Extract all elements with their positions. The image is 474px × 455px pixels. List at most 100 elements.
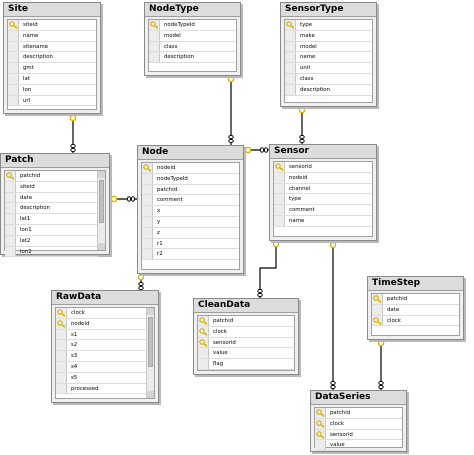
vertical-scrollbar[interactable] bbox=[97, 171, 105, 250]
relationship-site-patch[interactable] bbox=[69, 112, 77, 153]
relationship-nodetype-node[interactable] bbox=[227, 74, 235, 145]
row-selector-cell[interactable] bbox=[198, 348, 209, 359]
column-row[interactable]: description bbox=[149, 52, 236, 64]
relationship-node-rawdata[interactable] bbox=[137, 272, 145, 291]
row-selector-cell[interactable] bbox=[315, 429, 326, 440]
column-row[interactable]: lon1 bbox=[5, 224, 98, 236]
row-selector-cell[interactable] bbox=[56, 318, 67, 329]
column-row[interactable]: gmt bbox=[8, 63, 96, 74]
row-selector-cell[interactable] bbox=[285, 20, 296, 30]
row-selector-cell[interactable] bbox=[56, 340, 67, 351]
relationship-timestep-dataseries[interactable] bbox=[377, 338, 385, 390]
row-selector-cell[interactable] bbox=[285, 84, 296, 95]
column-row[interactable]: make bbox=[285, 30, 372, 42]
column-row[interactable]: lat2 bbox=[5, 235, 98, 247]
row-selector-cell[interactable] bbox=[142, 163, 153, 173]
row-selector-cell[interactable] bbox=[5, 235, 16, 246]
row-selector-cell[interactable] bbox=[8, 95, 19, 106]
row-selector-cell[interactable] bbox=[56, 383, 67, 394]
column-row[interactable]: class bbox=[149, 41, 236, 53]
column-row[interactable]: type bbox=[285, 20, 372, 31]
row-selector-cell[interactable] bbox=[274, 172, 285, 183]
row-selector-cell[interactable] bbox=[198, 337, 209, 348]
column-row[interactable]: flag bbox=[198, 359, 294, 370]
scroll-down-arrow-icon[interactable] bbox=[147, 391, 154, 398]
row-selector-cell[interactable] bbox=[56, 329, 67, 340]
row-selector-cell[interactable] bbox=[372, 294, 383, 304]
table-title[interactable]: Site bbox=[4, 3, 100, 17]
column-row[interactable]: lon2 bbox=[5, 246, 98, 258]
column-row[interactable]: name bbox=[8, 30, 96, 42]
table-title[interactable]: SensorType bbox=[281, 3, 376, 17]
row-selector-cell[interactable] bbox=[285, 52, 296, 63]
table-title[interactable]: NodeType bbox=[145, 3, 240, 17]
row-selector-cell[interactable] bbox=[142, 184, 153, 195]
table-title[interactable]: Sensor bbox=[270, 145, 376, 159]
column-row[interactable]: value bbox=[315, 440, 402, 452]
column-row[interactable]: siteid bbox=[8, 20, 96, 31]
row-selector-cell[interactable] bbox=[8, 41, 19, 52]
table-title[interactable]: TimeStep bbox=[368, 277, 463, 291]
row-selector-cell[interactable] bbox=[56, 361, 67, 372]
column-row[interactable]: description bbox=[8, 52, 96, 64]
row-selector-cell[interactable] bbox=[315, 408, 326, 418]
relationship-sensor-dataseries[interactable] bbox=[329, 239, 337, 390]
column-row[interactable]: patchid bbox=[372, 294, 459, 305]
column-row[interactable]: patchid bbox=[142, 184, 239, 196]
table-title[interactable]: DataSeries bbox=[311, 391, 406, 405]
table-title[interactable]: CleanData bbox=[194, 299, 298, 313]
scroll-thumb[interactable] bbox=[148, 317, 153, 367]
column-row[interactable]: s2 bbox=[56, 340, 147, 352]
row-selector-cell[interactable] bbox=[285, 63, 296, 73]
column-row[interactable]: name bbox=[274, 215, 372, 227]
row-selector-cell[interactable] bbox=[285, 41, 296, 52]
row-selector-cell[interactable] bbox=[372, 304, 383, 315]
row-selector-cell[interactable] bbox=[142, 195, 153, 206]
row-selector-cell[interactable] bbox=[198, 316, 209, 326]
column-row[interactable]: comment bbox=[142, 195, 239, 207]
column-row[interactable]: nodeid bbox=[56, 318, 147, 330]
relationship-patch-node[interactable] bbox=[108, 195, 137, 203]
scroll-thumb[interactable] bbox=[99, 180, 104, 224]
row-selector-cell[interactable] bbox=[5, 203, 16, 214]
row-selector-cell[interactable] bbox=[198, 359, 209, 369]
column-row[interactable]: class bbox=[285, 73, 372, 85]
row-selector-cell[interactable] bbox=[274, 194, 285, 205]
column-row[interactable]: clock bbox=[372, 315, 459, 327]
column-row[interactable]: patchid bbox=[198, 316, 294, 327]
column-row[interactable]: sensorid bbox=[274, 162, 372, 173]
row-selector-cell[interactable] bbox=[56, 372, 67, 383]
column-row[interactable]: unit bbox=[285, 63, 372, 74]
column-row[interactable]: patchid bbox=[5, 171, 98, 182]
column-row[interactable]: sensorid bbox=[198, 337, 294, 349]
column-row[interactable]: sitename bbox=[8, 41, 96, 53]
column-row[interactable]: name bbox=[285, 52, 372, 64]
row-selector-cell[interactable] bbox=[8, 20, 19, 30]
column-row[interactable]: type bbox=[274, 194, 372, 206]
column-row[interactable]: nodeid bbox=[274, 172, 372, 184]
row-selector-cell[interactable] bbox=[274, 183, 285, 194]
column-row[interactable]: lat1 bbox=[5, 214, 98, 225]
row-selector-cell[interactable] bbox=[274, 162, 285, 172]
column-row[interactable]: description bbox=[5, 203, 98, 215]
row-selector-cell[interactable] bbox=[8, 52, 19, 63]
row-selector-cell[interactable] bbox=[5, 192, 16, 203]
column-row[interactable]: url bbox=[8, 95, 96, 107]
column-row[interactable]: z bbox=[142, 227, 239, 239]
column-row[interactable]: date bbox=[5, 192, 98, 204]
column-row[interactable]: processed bbox=[56, 383, 147, 395]
vertical-scrollbar[interactable] bbox=[146, 308, 154, 398]
column-row[interactable]: model bbox=[285, 41, 372, 53]
row-selector-cell[interactable] bbox=[372, 315, 383, 326]
